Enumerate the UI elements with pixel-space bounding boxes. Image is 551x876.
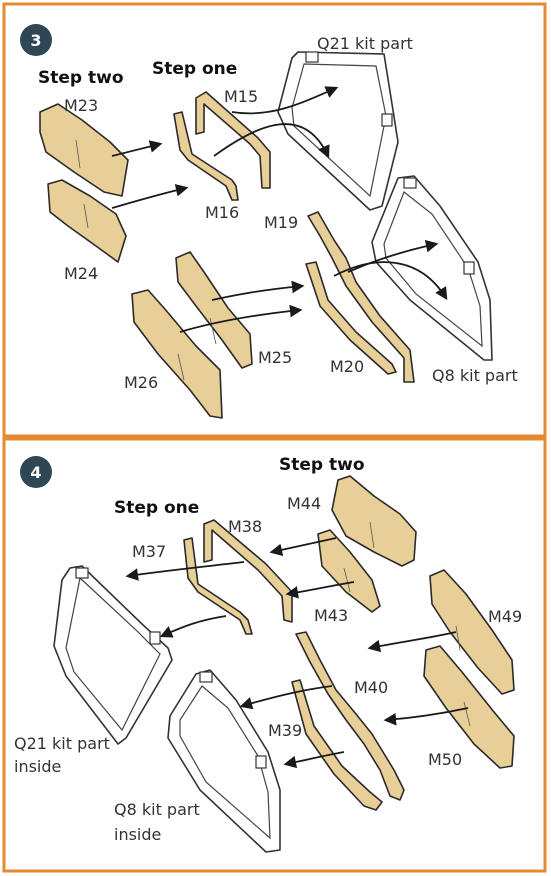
glass-Q8-inside xyxy=(167,669,281,853)
arrow-M43 xyxy=(285,581,355,599)
mask-M44 xyxy=(331,475,417,567)
mask-M24 xyxy=(47,179,127,263)
label-M24: M24 xyxy=(64,264,98,283)
arrow-M20 xyxy=(333,261,448,301)
mask-M39-M40 xyxy=(291,631,405,811)
glass-Q21 xyxy=(277,51,399,211)
label-M25: M25 xyxy=(258,348,292,367)
arrow-M15 xyxy=(231,86,339,115)
label-Q8-inside-line2: inside xyxy=(114,825,161,844)
arrow-M39 xyxy=(283,751,345,769)
label-M23: M23 xyxy=(64,96,98,115)
arrow-M16 xyxy=(213,123,330,159)
label-M26: M26 xyxy=(124,373,158,392)
step-3-panel: 3 Step two Step one M23 M24 M15 M16 Q xyxy=(2,2,547,438)
arrow-M24 xyxy=(111,184,189,209)
arrow-M49 xyxy=(367,631,457,653)
label-M43: M43 xyxy=(314,606,348,625)
mask-M19-M20 xyxy=(305,211,415,383)
label-M15: M15 xyxy=(224,87,258,106)
step-4-step-two-heading: Step two xyxy=(279,455,365,475)
label-M40: M40 xyxy=(354,678,388,697)
arrow-M38 xyxy=(125,561,245,581)
step-3-badge xyxy=(20,24,52,56)
glass-Q21-inside xyxy=(53,565,173,745)
arrow-M37 xyxy=(159,615,227,638)
arrow-M25 xyxy=(211,280,305,301)
mask-M25 xyxy=(175,251,253,369)
label-M39: M39 xyxy=(268,721,302,740)
step-3-step-two-heading: Step two xyxy=(38,68,124,88)
step-3-step-one-heading: Step one xyxy=(152,59,237,79)
mask-M15-M16 xyxy=(173,91,271,201)
mask-M49 xyxy=(429,569,515,695)
step-4-badge xyxy=(20,456,52,488)
mask-M50 xyxy=(423,645,515,769)
label-M37: M37 xyxy=(132,542,166,561)
label-M16: M16 xyxy=(205,203,239,222)
step-4-number: 4 xyxy=(30,463,41,482)
arrow-M23 xyxy=(111,140,163,157)
label-Q8-inside-line1: Q8 kit part xyxy=(114,800,200,819)
arrow-M19 xyxy=(347,239,439,273)
arrow-M50 xyxy=(383,707,469,726)
label-M19: M19 xyxy=(264,213,298,232)
step-3-number: 3 xyxy=(30,31,41,50)
label-Q21-inside-line1: Q21 kit part xyxy=(14,734,110,753)
step-4-panel: 4 Step two Step one M44 M43 M38 M37 Q xyxy=(2,437,547,873)
glass-Q8 xyxy=(371,175,493,361)
label-Q21: Q21 kit part xyxy=(317,34,413,53)
mask-M37-M38 xyxy=(183,519,293,635)
step-4-step-one-heading: Step one xyxy=(114,498,199,518)
label-M44: M44 xyxy=(287,494,321,513)
label-M20: M20 xyxy=(330,357,364,376)
label-M38: M38 xyxy=(228,517,262,536)
label-Q21-inside-line2: inside xyxy=(14,757,61,776)
arrow-M40 xyxy=(239,685,333,710)
mask-M26 xyxy=(131,289,223,419)
mask-M23 xyxy=(39,103,129,197)
arrow-M26 xyxy=(179,304,303,333)
arrow-M44 xyxy=(269,537,337,557)
mask-M43 xyxy=(317,529,381,613)
label-M50: M50 xyxy=(428,750,462,769)
label-Q8: Q8 kit part xyxy=(432,366,518,385)
label-M49: M49 xyxy=(488,607,522,626)
